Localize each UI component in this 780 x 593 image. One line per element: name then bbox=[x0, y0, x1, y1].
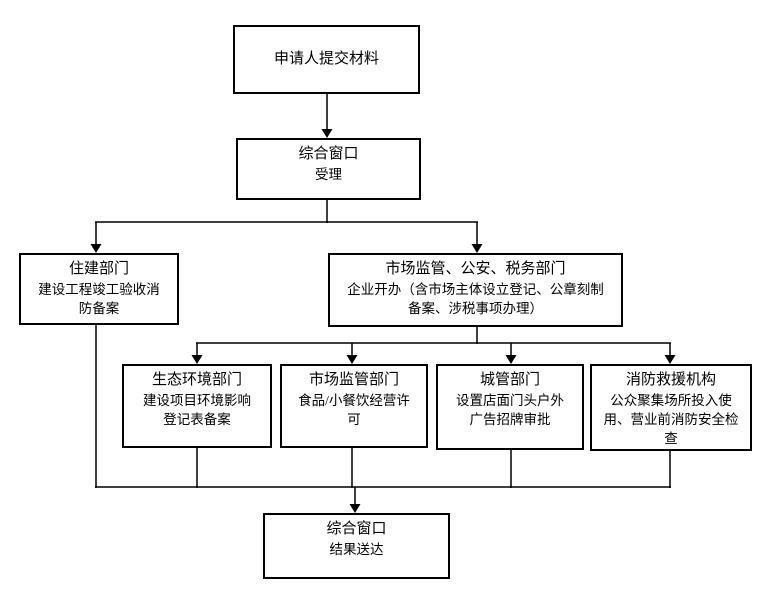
node-applicant-submit: 申请人提交材料 bbox=[233, 25, 420, 94]
node-urban-mgmt-dept: 城管部门 设置店面门头户外 广告招牌审批 bbox=[436, 364, 584, 450]
node-market-reg-dept-body: 食品/小餐饮经营许 可 bbox=[298, 393, 410, 427]
node-market-reg-dept-title: 市场监管部门 bbox=[308, 372, 399, 388]
node-window-deliver: 综合窗口 结果送达 bbox=[263, 513, 450, 579]
node-window-accept-title: 综合窗口 bbox=[298, 146, 359, 162]
node-housing-dept: 住建部门 建设工程竣工验收消 防备案 bbox=[19, 253, 179, 325]
node-applicant-submit-title: 申请人提交材料 bbox=[273, 51, 379, 67]
node-eco-env-dept-title: 生态环境部门 bbox=[151, 372, 242, 388]
node-fire-rescue-org: 消防救援机构 公众聚集场所投入使 用、营业前消防安全检 查 bbox=[590, 364, 752, 451]
node-eco-env-dept: 生态环境部门 建设项目环境影响 登记表备案 bbox=[122, 364, 272, 448]
node-eco-env-dept-body: 建设项目环境影响 登记表备案 bbox=[143, 393, 251, 427]
node-window-deliver-title: 综合窗口 bbox=[326, 521, 387, 537]
node-fire-rescue-org-title: 消防救援机构 bbox=[625, 372, 716, 388]
node-market-police-tax: 市场监管、公安、税务部门 企业开办（含市场主体设立登记、公章刻制 备案、涉税事项… bbox=[328, 253, 623, 327]
node-housing-dept-title: 住建部门 bbox=[68, 261, 129, 277]
node-market-police-tax-title: 市场监管、公安、税务部门 bbox=[385, 261, 566, 277]
node-market-police-tax-body: 企业开办（含市场主体设立登记、公章刻制 备案、涉税事项办理） bbox=[347, 282, 604, 316]
node-urban-mgmt-dept-body: 设置店面门头户外 广告招牌审批 bbox=[456, 393, 564, 427]
node-housing-dept-body: 建设工程竣工验收消 防备案 bbox=[38, 282, 160, 316]
node-window-accept: 综合窗口 受理 bbox=[236, 138, 421, 200]
node-window-deliver-body: 结果送达 bbox=[329, 542, 384, 557]
node-market-reg-dept: 市场监管部门 食品/小餐饮经营许 可 bbox=[280, 364, 428, 448]
node-fire-rescue-org-body: 公众聚集场所投入使 用、营业前消防安全检 查 bbox=[603, 393, 739, 446]
node-urban-mgmt-dept-title: 城管部门 bbox=[479, 372, 540, 388]
node-window-accept-body: 受理 bbox=[315, 167, 342, 182]
